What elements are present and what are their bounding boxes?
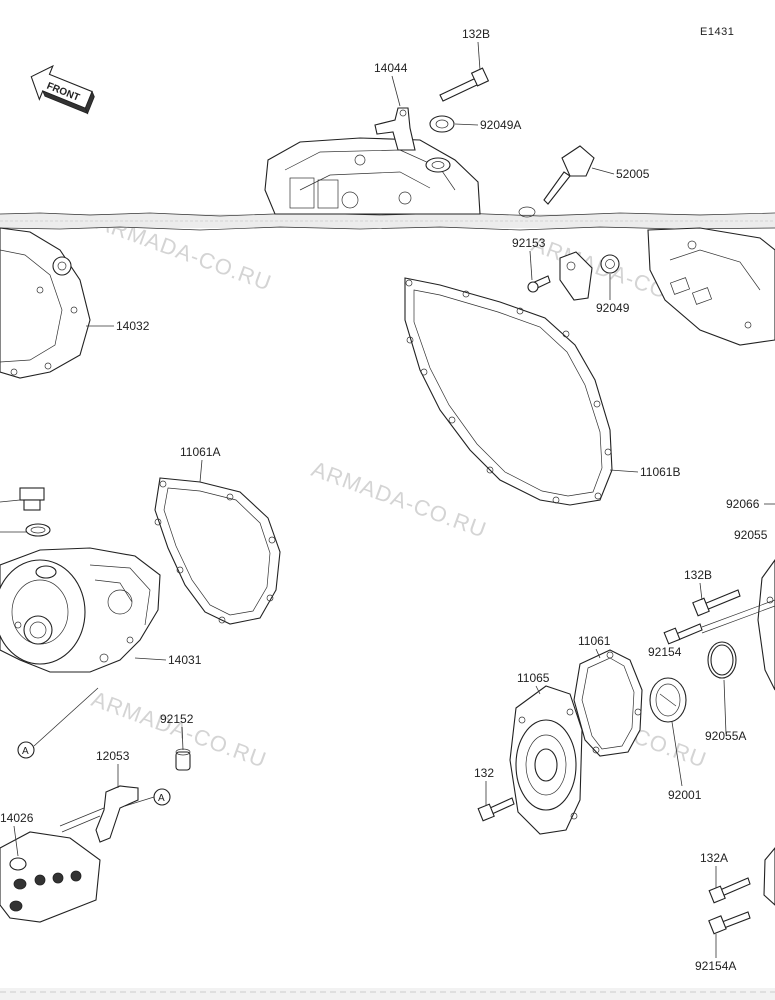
gasket-11061a [154, 477, 281, 625]
crankcase-upper [264, 137, 481, 215]
bolt-132 [477, 797, 515, 822]
bolt-92154a [708, 911, 751, 935]
reference-mark-a-right-label: A [158, 793, 165, 804]
diagram-code: E1431 [700, 26, 734, 38]
label-92154: 92154 [648, 645, 682, 659]
gasket-11061 [573, 649, 643, 757]
dipstick-52005 [518, 145, 595, 218]
label-92154a: 92154A [695, 959, 736, 973]
watermark: ARMADA-CO.RU [308, 456, 490, 543]
cover-14032 [0, 227, 91, 379]
plate-92153 [527, 251, 593, 301]
label-132: 132 [474, 766, 494, 780]
label-52005: 52005 [616, 167, 650, 181]
label-92049a: 92049A [480, 118, 521, 132]
label-14031: 14031 [168, 653, 202, 667]
gasket-11061b [404, 277, 613, 506]
label-92066: 92066 [726, 497, 760, 511]
label-11061b: 11061B [640, 465, 680, 479]
reference-mark-a-right: A [124, 788, 171, 807]
label-92001: 92001 [668, 788, 702, 802]
seal-92049 [600, 254, 620, 274]
bottom-edge-strip [0, 988, 775, 1000]
label-92049: 92049 [596, 301, 630, 315]
label-12053: 12053 [96, 749, 130, 763]
label-132b-top: 132B [462, 27, 490, 41]
label-14026: 14026 [0, 811, 34, 825]
oil-cap [19, 487, 51, 537]
cover-11065 [509, 685, 583, 835]
label-14032: 14032 [116, 319, 150, 333]
label-92153: 92153 [512, 236, 546, 250]
label-11065: 11065 [517, 671, 550, 685]
reference-mark-a-left-label: A [22, 746, 29, 757]
label-92152: 92152 [160, 712, 194, 726]
bolt-132b-top [439, 67, 490, 102]
bolt-92154 [663, 599, 775, 645]
cover-14031 [0, 547, 161, 673]
plug-92001 [649, 677, 687, 723]
label-132a: 132A [700, 851, 728, 865]
housing-right-edge [757, 559, 775, 906]
crankcase-right [647, 227, 775, 346]
seal-92049a [425, 115, 455, 173]
bracket-14044 [374, 107, 416, 151]
bolt-132a [708, 877, 751, 904]
dowel-92152 [175, 748, 191, 771]
label-14044: 14044 [374, 61, 408, 75]
label-92055a: 92055A [705, 729, 746, 743]
oring-92055a [707, 641, 737, 679]
reference-mark-a-left: A [17, 687, 99, 759]
front-arrow-icon: FRONT [30, 64, 95, 115]
bracket-14026 [0, 831, 101, 923]
bolt-132b-right [692, 589, 741, 617]
lever-12053 [59, 785, 139, 843]
label-92055: 92055 [734, 528, 768, 542]
torn-edge-band [0, 212, 775, 231]
label-132b-right: 132B [684, 568, 712, 582]
label-11061: 11061 [578, 634, 611, 648]
label-11061a: 11061A [180, 445, 220, 459]
